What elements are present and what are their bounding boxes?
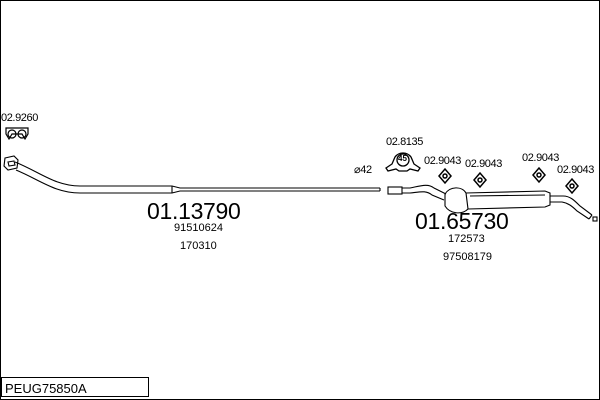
front-pipe-ref-1: 91510624	[174, 222, 223, 234]
front-pipe-part-number: 01.13790	[147, 198, 241, 224]
gasket-icon	[5, 127, 29, 141]
hanger-part-number-2: 02.9043	[465, 158, 502, 170]
clamp-size-badge: 45	[398, 154, 407, 163]
hanger-part-number-1: 02.9043	[424, 155, 461, 167]
front-pipe-drawing	[3, 155, 381, 194]
hanger-part-number-4: 02.9043	[557, 164, 594, 176]
rear-section-part-number: 01.65730	[415, 208, 509, 234]
hanger-icon-3	[532, 166, 546, 184]
rear-section-ref-1: 172573	[448, 233, 485, 245]
front-pipe-ref-2: 170310	[180, 240, 217, 252]
hanger-icon-2	[473, 171, 487, 189]
diagram-code: PEUG75850A	[5, 381, 87, 396]
clamp-icon	[385, 152, 421, 172]
hanger-icon-4	[565, 177, 579, 195]
hanger-part-number-3: 02.9043	[522, 152, 559, 164]
hanger-icon-1	[438, 167, 452, 185]
gasket-part-number: 02.9260	[1, 112, 38, 124]
clamp-part-number: 02.8135	[386, 136, 423, 148]
diagram-code-box: PEUG75850A	[1, 377, 149, 397]
rear-section-ref-2: 97508179	[443, 251, 492, 263]
pipe-diameter-label: ⌀42	[354, 164, 372, 176]
rear-section-drawing	[387, 184, 598, 222]
